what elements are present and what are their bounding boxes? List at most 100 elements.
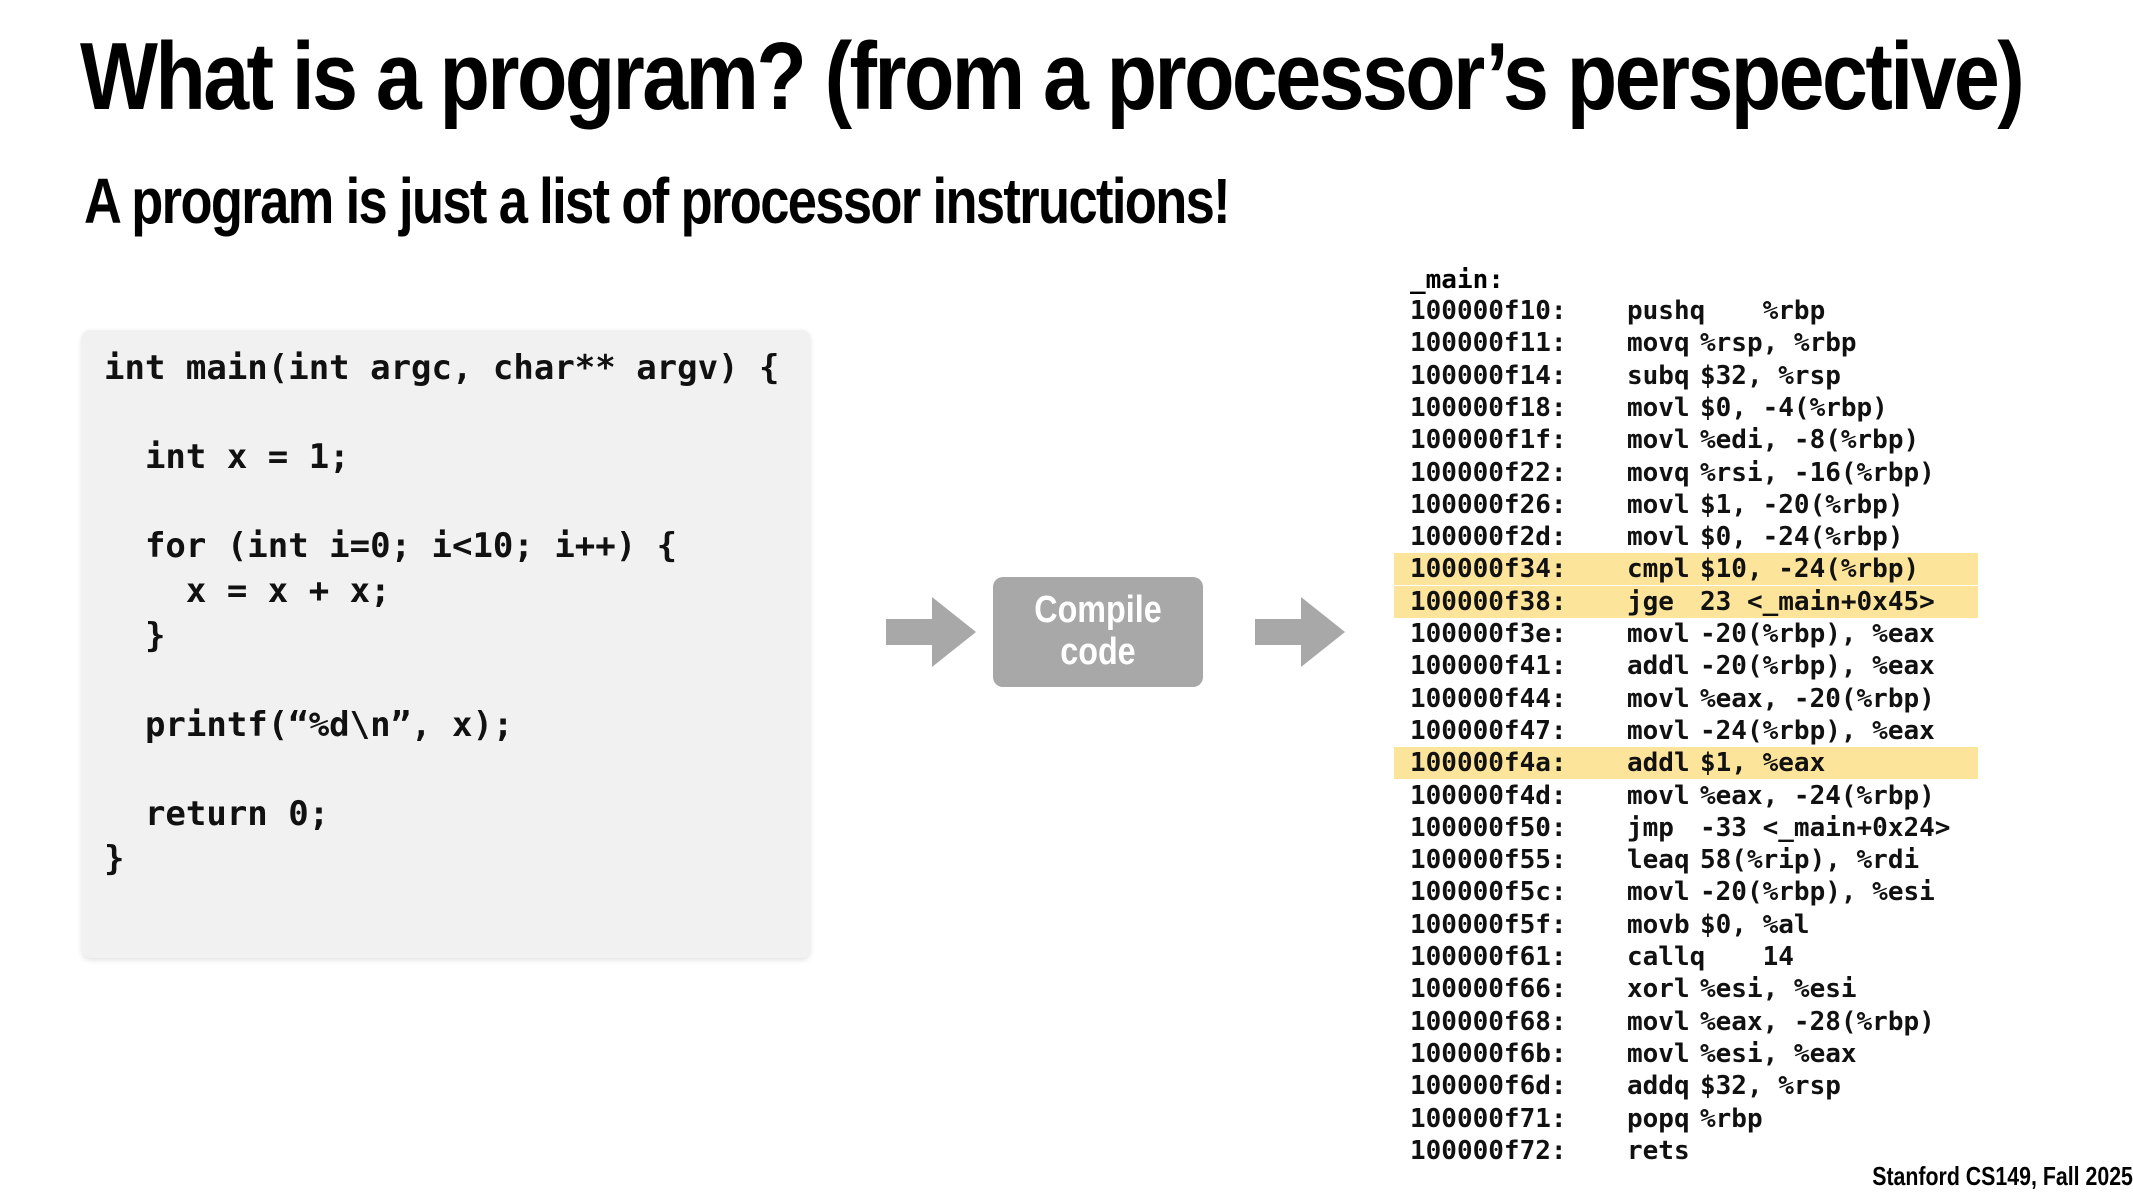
assembly-row: 100000f66: xorl %esi, %esi	[1394, 973, 1978, 1005]
assembly-row: 100000f5f:movb$0, %al	[1394, 909, 1978, 941]
assembly-address: 100000f71:	[1410, 1103, 1567, 1134]
assembly-operands: %rsp, %rbp	[1700, 328, 1857, 359]
assembly-address: 100000f4d:	[1410, 780, 1567, 811]
assembly-address: 100000f34:	[1410, 554, 1567, 585]
assembly-operands: %rbp	[1700, 1103, 1763, 1134]
footer-credit: Stanford CS149, Fall 2025	[1872, 1161, 2133, 1191]
assembly-address: 100000f47:	[1410, 715, 1567, 746]
code-line: int x = 1;	[104, 437, 350, 478]
assembly-opcode: movl	[1627, 780, 1690, 811]
code-line: x = x + x;	[104, 571, 391, 611]
code-line: }	[104, 838, 125, 879]
assembly-address: 100000f4a:	[1410, 748, 1567, 779]
assembly-opcode: rets	[1627, 1135, 1690, 1166]
assembly-address: 100000f38:	[1410, 586, 1567, 617]
assembly-row: 100000f4d: movl %eax, -24(%rbp)	[1394, 780, 1978, 812]
assembly-address: 100000f3e:	[1410, 619, 1567, 649]
assembly-address: 100000f6d:	[1410, 1071, 1567, 1102]
assembly-operands: %rbp	[1700, 296, 1826, 326]
assembly-operands: $32, %rsp	[1700, 1071, 1841, 1102]
assembly-opcode: popq	[1627, 1103, 1690, 1134]
code-line: printf(“%d\n”, x);	[104, 704, 514, 745]
assembly-operands: 23 <_main+0x45>	[1700, 586, 1935, 617]
assembly-row: 100000f22: movq %rsi, -16(%rbp)	[1394, 457, 1978, 489]
assembly-operands: %rsi, -16(%rbp)	[1700, 457, 1935, 488]
assembly-operands: $32, %rsp	[1700, 360, 1841, 391]
assembly-row: 100000f50:jmp-33 <_main+0x24>	[1394, 812, 1978, 844]
slide-title: What is a program? (from a processor’s p…	[80, 23, 2025, 130]
assembly-operands: -24(%rbp), %eax	[1700, 715, 1935, 746]
assembly-opcode: callq	[1627, 942, 1706, 972]
assembly-row: 100000f41:addl-20(%rbp), %eax	[1394, 650, 1978, 682]
assembly-address: 100000f66:	[1410, 974, 1567, 1005]
assembly-opcode: movl	[1627, 425, 1690, 456]
assembly-opcode: subq	[1627, 360, 1690, 391]
assembly-operands: %eax, -20(%rbp)	[1700, 683, 1935, 714]
assembly-address: 100000f61:	[1410, 942, 1567, 972]
arrow-right-icon	[886, 597, 976, 667]
assembly-operands: %eax, -24(%rbp)	[1700, 780, 1935, 811]
assembly-operands: $1, %eax	[1700, 748, 1826, 779]
assembly-opcode: movl	[1627, 392, 1690, 423]
source-code-panel: int main(int argc, char** argv) { int x …	[82, 330, 810, 958]
assembly-row: 100000f6b:movl%esi, %eax	[1394, 1038, 1978, 1070]
slide-subtitle: A program is just a list of processor in…	[84, 165, 1231, 237]
assembly-opcode: movb	[1627, 909, 1690, 940]
assembly-row: 100000f44: movl %eax, -20(%rbp)	[1394, 683, 1978, 715]
assembly-address: 100000f10:	[1410, 296, 1567, 326]
assembly-operands: %edi, -8(%rbp)	[1700, 425, 1920, 456]
assembly-row: 100000f5c:movl-20(%rbp), %esi	[1394, 876, 1978, 908]
assembly-operands: $0, -4(%rbp)	[1700, 392, 1888, 423]
assembly-opcode: movl	[1627, 1006, 1690, 1037]
assembly-address: 100000f55:	[1410, 845, 1567, 876]
assembly-opcode: movl	[1627, 683, 1690, 714]
assembly-operands: -20(%rbp), %eax	[1700, 651, 1935, 682]
assembly-row: 100000f55: leaq 58(%rip), %rdi	[1394, 844, 1978, 876]
assembly-opcode: movq	[1627, 457, 1690, 488]
assembly-address: 100000f68:	[1410, 1006, 1567, 1037]
assembly-address: 100000f22:	[1410, 457, 1567, 488]
code-line: int main(int argc, char** argv) {	[104, 348, 780, 388]
arrow-shape	[1255, 597, 1345, 667]
arrow-shape	[886, 597, 976, 667]
assembly-address: 100000f14:	[1410, 360, 1567, 391]
assembly-address: 100000f44:	[1410, 683, 1567, 714]
assembly-opcode: movl	[1627, 522, 1690, 553]
assembly-address: 100000f41:	[1410, 651, 1567, 682]
assembly-operands: %esi, %eax	[1700, 1038, 1857, 1069]
assembly-row: 100000f3e:movl-20(%rbp), %eax	[1394, 618, 1978, 650]
compile-code-box: Compile code	[993, 577, 1203, 687]
assembly-row-highlighted: 100000f34: cmpl $10, -24(%rbp)	[1394, 553, 1978, 586]
assembly-header: _main:	[1410, 265, 1504, 295]
assembly-row: 100000f2d:movl$0, -24(%rbp)	[1394, 521, 1978, 553]
assembly-operands: %esi, %esi	[1700, 974, 1857, 1005]
assembly-opcode: movl	[1627, 619, 1690, 649]
code-line: return 0;	[104, 794, 330, 834]
assembly-row: 100000f68: movl %eax, -28(%rbp)	[1394, 1006, 1978, 1038]
assembly-opcode: cmpl	[1627, 554, 1690, 585]
assembly-row: 100000f18:movl$0, -4(%rbp)	[1394, 392, 1978, 424]
assembly-row: 100000f1f: movl %edi, -8(%rbp)	[1394, 424, 1978, 456]
assembly-row: 100000f26:movl$1, -20(%rbp)	[1394, 489, 1978, 521]
assembly-opcode: leaq	[1627, 845, 1690, 876]
assembly-row: 100000f72: rets	[1394, 1135, 1978, 1167]
compile-code-label: Compile code	[1034, 589, 1162, 673]
code-line: for (int i=0; i<10; i++) {	[104, 526, 678, 567]
assembly-address: 100000f72:	[1410, 1135, 1567, 1166]
assembly-address: 100000f26:	[1410, 489, 1567, 520]
assembly-address: 100000f5f:	[1410, 909, 1567, 940]
assembly-row: 100000f71: popq %rbp	[1394, 1103, 1978, 1135]
assembly-operands: 58(%rip), %rdi	[1700, 845, 1920, 876]
assembly-operands: 14	[1700, 942, 1794, 972]
assembly-opcode: movl	[1627, 489, 1690, 520]
assembly-row-highlighted: 100000f4a:addl$1, %eax	[1394, 747, 1978, 780]
assembly-address: 100000f50:	[1410, 812, 1567, 843]
assembly-operands: %eax, -28(%rbp)	[1700, 1006, 1935, 1037]
assembly-opcode: jmp	[1627, 812, 1674, 843]
assembly-opcode: xorl	[1627, 974, 1690, 1005]
assembly-operands: $10, -24(%rbp)	[1700, 554, 1920, 585]
assembly-address: 100000f1f:	[1410, 425, 1567, 456]
assembly-address: 100000f5c:	[1410, 877, 1567, 908]
assembly-opcode: movl	[1627, 1038, 1690, 1069]
